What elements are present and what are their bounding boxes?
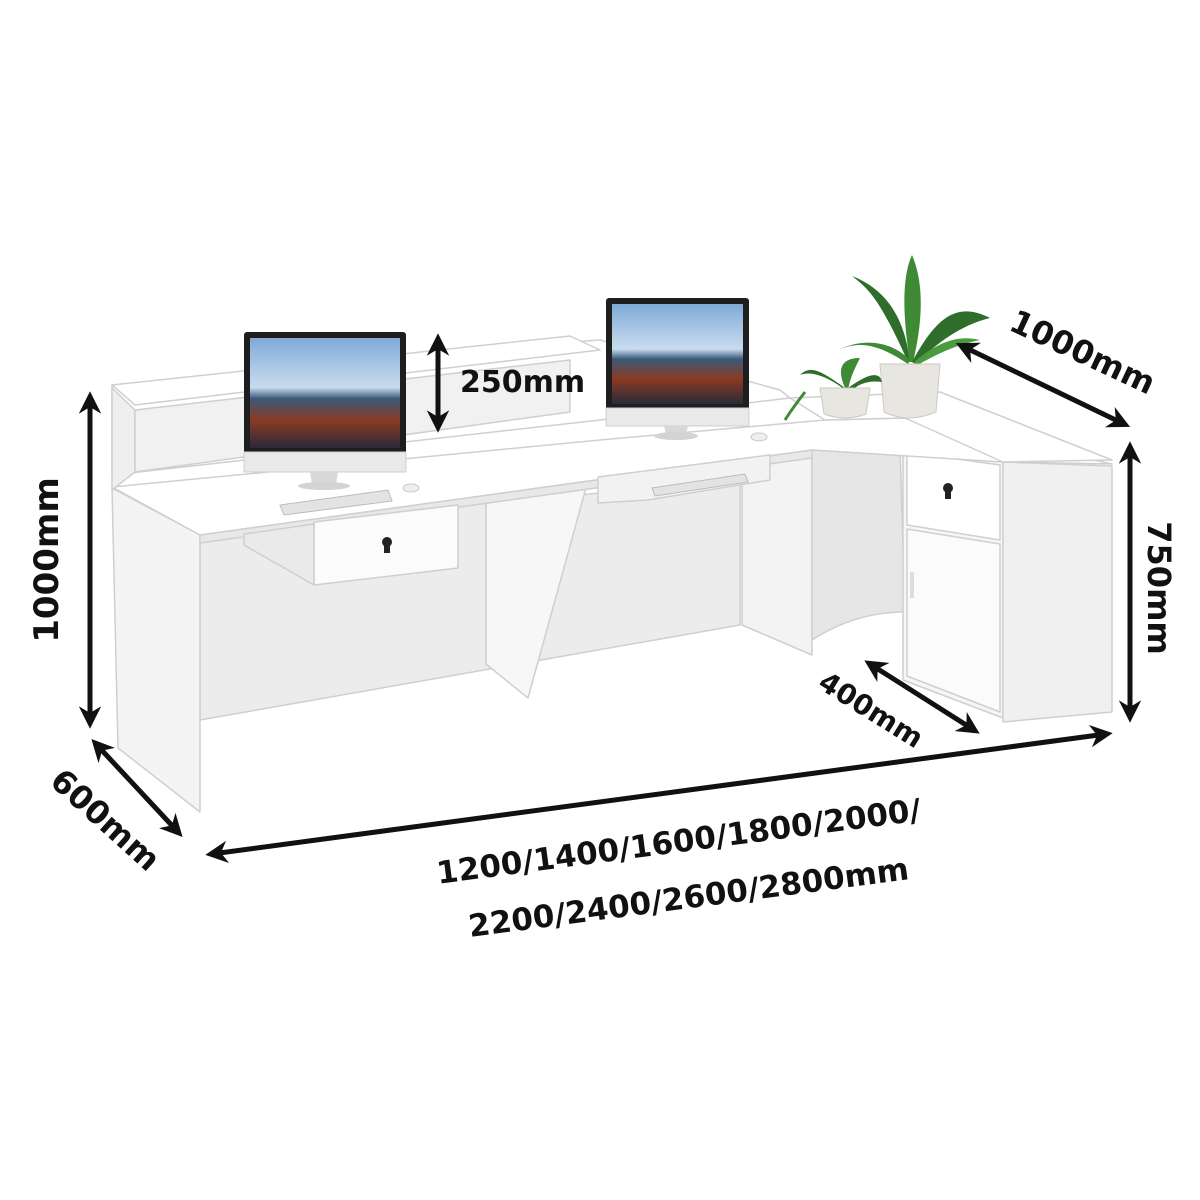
cabinet-drawer	[906, 451, 1001, 541]
plant-icon	[838, 255, 990, 419]
mouse-icon	[750, 432, 768, 442]
dimension-arrows	[78, 333, 1142, 864]
keyboard-tray	[597, 454, 771, 504]
knee-recess	[811, 445, 906, 641]
mouse-icon	[402, 483, 420, 493]
lock-icon	[943, 483, 953, 499]
return-depth-arrow	[955, 342, 1131, 428]
keyboard-icon	[279, 489, 393, 516]
riser-height-label: 250mm	[460, 365, 585, 400]
door-handle	[910, 572, 914, 598]
knee-space-arrow	[864, 660, 980, 734]
monitor-icon	[605, 298, 750, 440]
drawer-bracket	[243, 523, 315, 586]
keyboard-icon	[651, 473, 749, 497]
length-arrow	[205, 724, 1113, 864]
cabinet-side	[1002, 461, 1113, 723]
cabinet-height-label: 750mm	[1140, 521, 1178, 654]
return-worktop	[789, 391, 1113, 463]
left-end-panel	[111, 487, 201, 813]
lock-icon	[382, 537, 392, 553]
total-height-label: 1000mm	[27, 477, 67, 642]
monitor-icon	[243, 332, 407, 490]
depth-label: 600mm	[43, 761, 168, 879]
return-depth-label: 1000mm	[1004, 302, 1161, 402]
plant-icon	[783, 358, 882, 421]
depth-arrow	[91, 739, 183, 837]
